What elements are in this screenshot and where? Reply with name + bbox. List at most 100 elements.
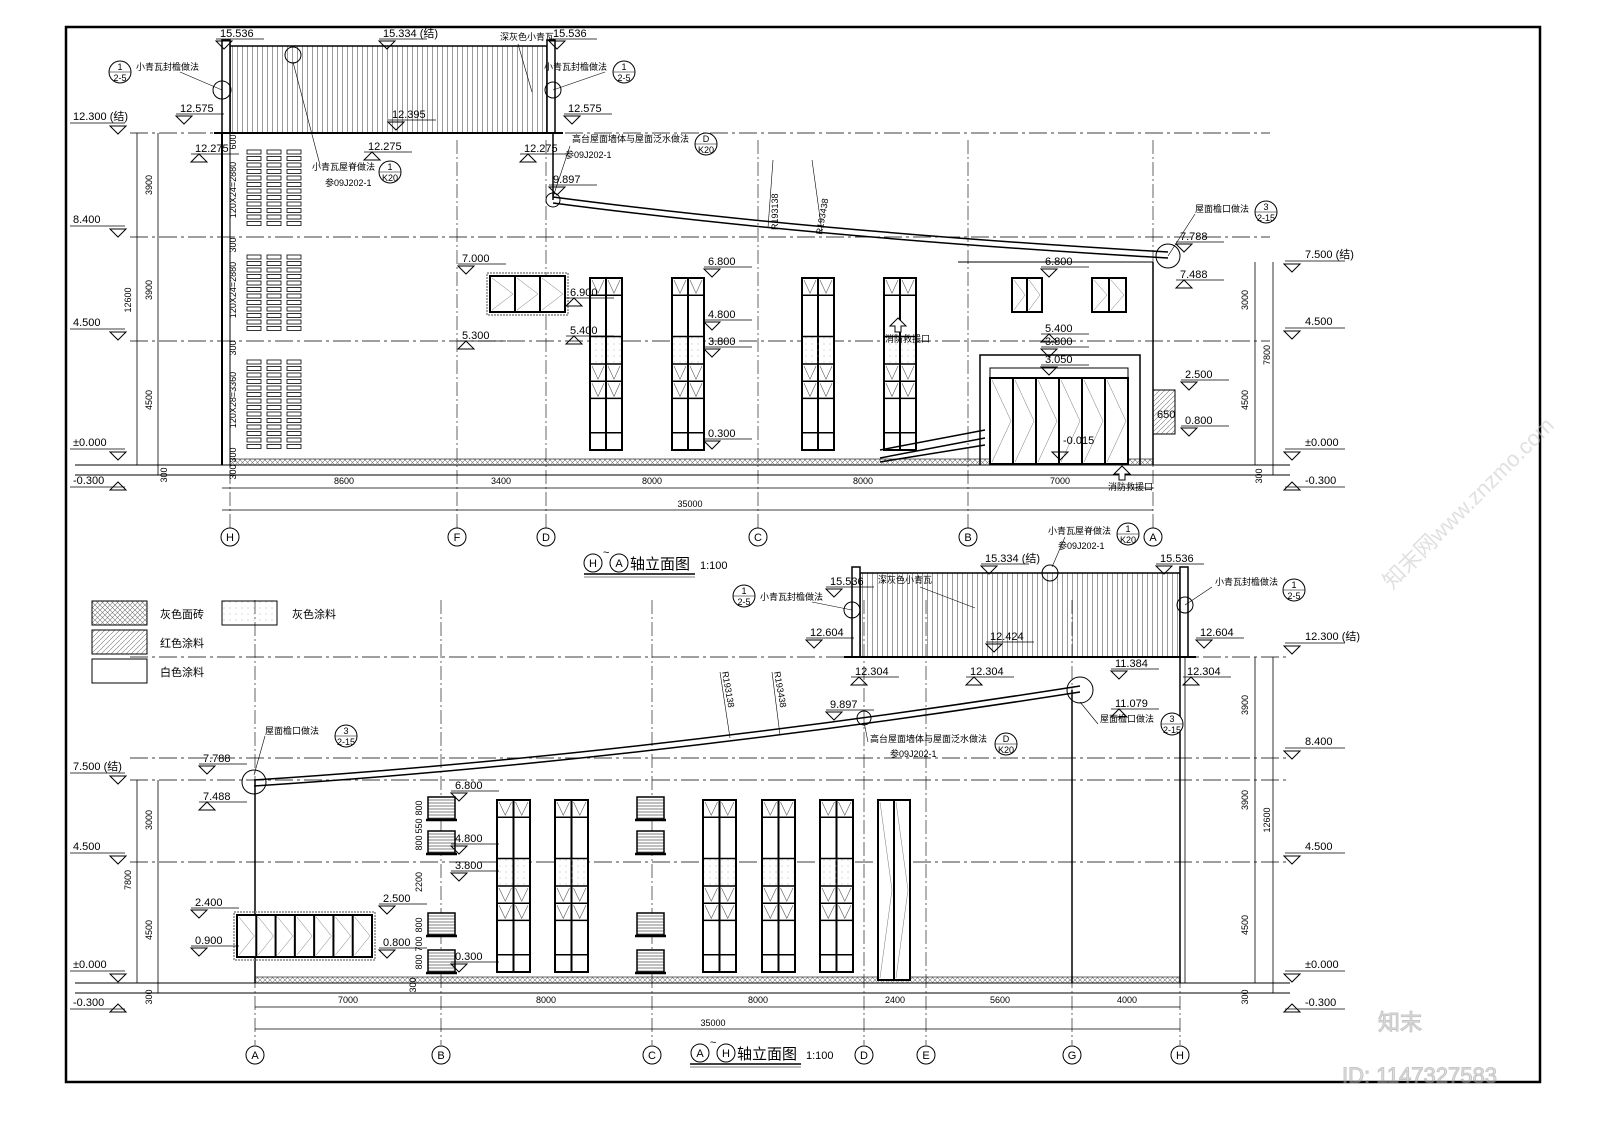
window-opening-icon — [498, 887, 512, 902]
wall-tile-slot — [286, 418, 302, 423]
note-leader — [253, 735, 266, 776]
elevation-label: 15.334 (结) — [383, 27, 438, 40]
wall-tile-slot — [266, 156, 282, 161]
elevation-label: 9.897 — [830, 699, 858, 711]
wall-tile-slot — [246, 444, 262, 449]
elevation-label: 0.300 — [455, 951, 483, 963]
window-opening-icon — [885, 383, 899, 398]
louver-vent — [426, 912, 457, 938]
axis-bubble — [854, 1045, 874, 1065]
elevation-marker-icon — [108, 1003, 128, 1013]
dimension-label: 8000 — [642, 476, 662, 486]
fire-rescue-arrow-icon — [888, 317, 908, 333]
legend-item: 红色涂料 — [91, 629, 204, 655]
axis-bubble — [642, 1045, 662, 1065]
spandrel-panel — [498, 858, 529, 886]
dimension-label: 35000 — [700, 1018, 725, 1028]
wall-tile-slot — [246, 214, 262, 220]
elevation-marker-icon — [362, 151, 382, 161]
window-opening-icon — [763, 801, 777, 816]
wall-tile-slot — [266, 261, 282, 266]
detail-ref-number: 1 — [621, 62, 626, 72]
detail-ref-sheet: 2-5 — [1287, 591, 1300, 601]
wall-tile-slot — [286, 156, 302, 161]
level-label: 12.300 (结) — [73, 110, 128, 123]
window-opening-icon — [515, 801, 529, 816]
wall-tile-slot — [246, 267, 262, 273]
detail-ref-number: 3 — [343, 726, 348, 736]
annotation-note: 高台屋面墙体与屋面泛水做法 — [870, 733, 987, 744]
annotation-note: 屋面檐口做法 — [1100, 713, 1154, 724]
elevation-label: 6.800 — [455, 780, 483, 792]
spandrel-panel — [803, 336, 833, 364]
elevation-label: 2.500 — [1185, 369, 1213, 381]
wall-tile-slot — [286, 326, 302, 331]
spandrel-panel — [591, 336, 621, 364]
window-opening-icon — [315, 916, 332, 956]
wall-tile-slot — [266, 169, 282, 174]
window-opening-icon — [1060, 379, 1081, 463]
legend-label: 灰色涂料 — [292, 607, 336, 621]
dimension-label: 8000 — [853, 476, 873, 486]
elevation-label: 6.900 — [570, 287, 598, 299]
elevation-label: 12.395 — [392, 109, 426, 121]
annotation-note: 参09J202-1 — [1058, 540, 1105, 551]
window-opening-icon — [803, 365, 817, 380]
legend-label: 灰色面砖 — [160, 607, 204, 621]
elevation-marker-icon — [214, 40, 234, 50]
id-watermark: ID: 1147327583 — [1342, 1063, 1497, 1088]
elevation-marker-icon — [1174, 243, 1194, 253]
detail-callout-circle — [545, 192, 561, 208]
dimension-label: 300 — [228, 447, 238, 462]
window — [1104, 377, 1129, 465]
window-opening-icon — [838, 801, 852, 816]
louver-vent — [426, 796, 457, 822]
wall-tile-slot — [286, 398, 302, 404]
radius-leader — [771, 671, 781, 736]
elevation-marker-icon — [174, 115, 194, 125]
wall-tile-slot — [266, 208, 282, 213]
wall-tile-slot — [266, 221, 282, 226]
elevation-marker-icon — [564, 335, 584, 345]
elevation-label: 0.800 — [1185, 415, 1213, 427]
curved-roof-line — [552, 196, 1169, 253]
elevation-marker-icon — [702, 268, 722, 278]
wall-tile-slot — [266, 431, 282, 436]
axis-label: H — [1176, 1050, 1184, 1062]
wall-tile-slot — [246, 326, 262, 331]
window — [236, 914, 373, 958]
dimension-label: 700 — [414, 936, 424, 951]
dimension-label: 7000 — [1050, 476, 1070, 486]
wall-tile-slot — [246, 431, 262, 436]
radius-label: R193438 — [814, 198, 830, 236]
window — [589, 277, 623, 451]
annotation-note: 小青瓦封檐做法 — [544, 61, 607, 72]
wall-tile-slot — [286, 195, 302, 200]
louver-vent — [426, 949, 457, 975]
note-leader — [1051, 536, 1066, 568]
elevation-marker-icon — [702, 440, 722, 450]
radius-leader — [811, 159, 823, 233]
elevation-marker-icon — [108, 973, 128, 983]
elevation-label: 3.800 — [455, 860, 483, 872]
window — [1081, 377, 1106, 465]
wall-tile-slot — [266, 398, 282, 404]
wall-tile-slot — [286, 313, 302, 318]
window-opening-icon — [1013, 279, 1026, 311]
wall-tile-slot — [286, 162, 302, 168]
axis-label: H — [722, 1048, 730, 1060]
window — [877, 799, 911, 981]
dimension-label: 300 — [1240, 989, 1250, 1004]
axis-bubble — [958, 527, 978, 547]
detail-ref-sheet: 2-5 — [617, 73, 630, 83]
window-opening-icon — [1014, 379, 1035, 463]
wall-tile-slot — [266, 359, 282, 365]
canopy-fascia — [989, 367, 1129, 379]
elevation-marker-icon — [1282, 263, 1302, 273]
axis-bubble — [716, 1043, 736, 1063]
entrance-canopy — [979, 354, 1141, 465]
annotation-note: 高台屋面墙体与屋面泛水做法 — [572, 133, 689, 144]
window-opening-icon — [556, 801, 570, 816]
